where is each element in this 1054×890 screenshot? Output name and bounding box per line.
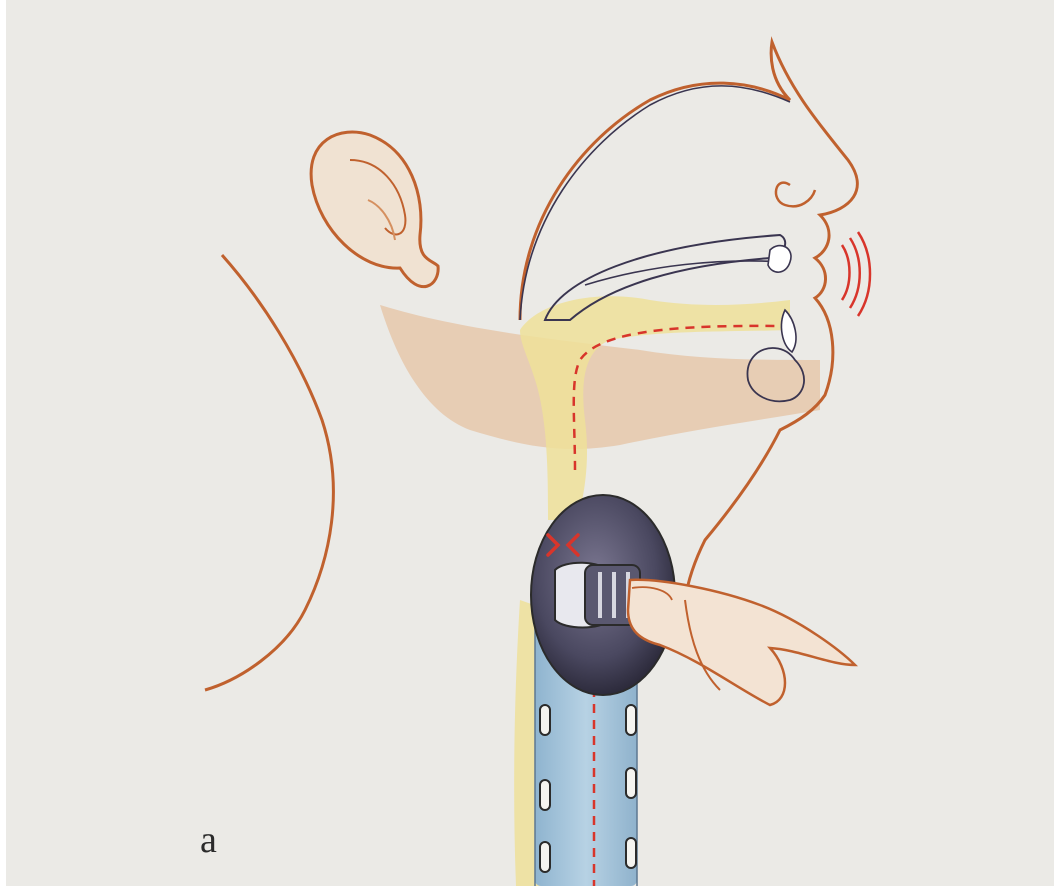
valve-connector xyxy=(555,563,640,628)
panel-label: a xyxy=(200,818,217,862)
white-margin-left xyxy=(0,0,6,886)
upper-teeth xyxy=(768,246,791,273)
